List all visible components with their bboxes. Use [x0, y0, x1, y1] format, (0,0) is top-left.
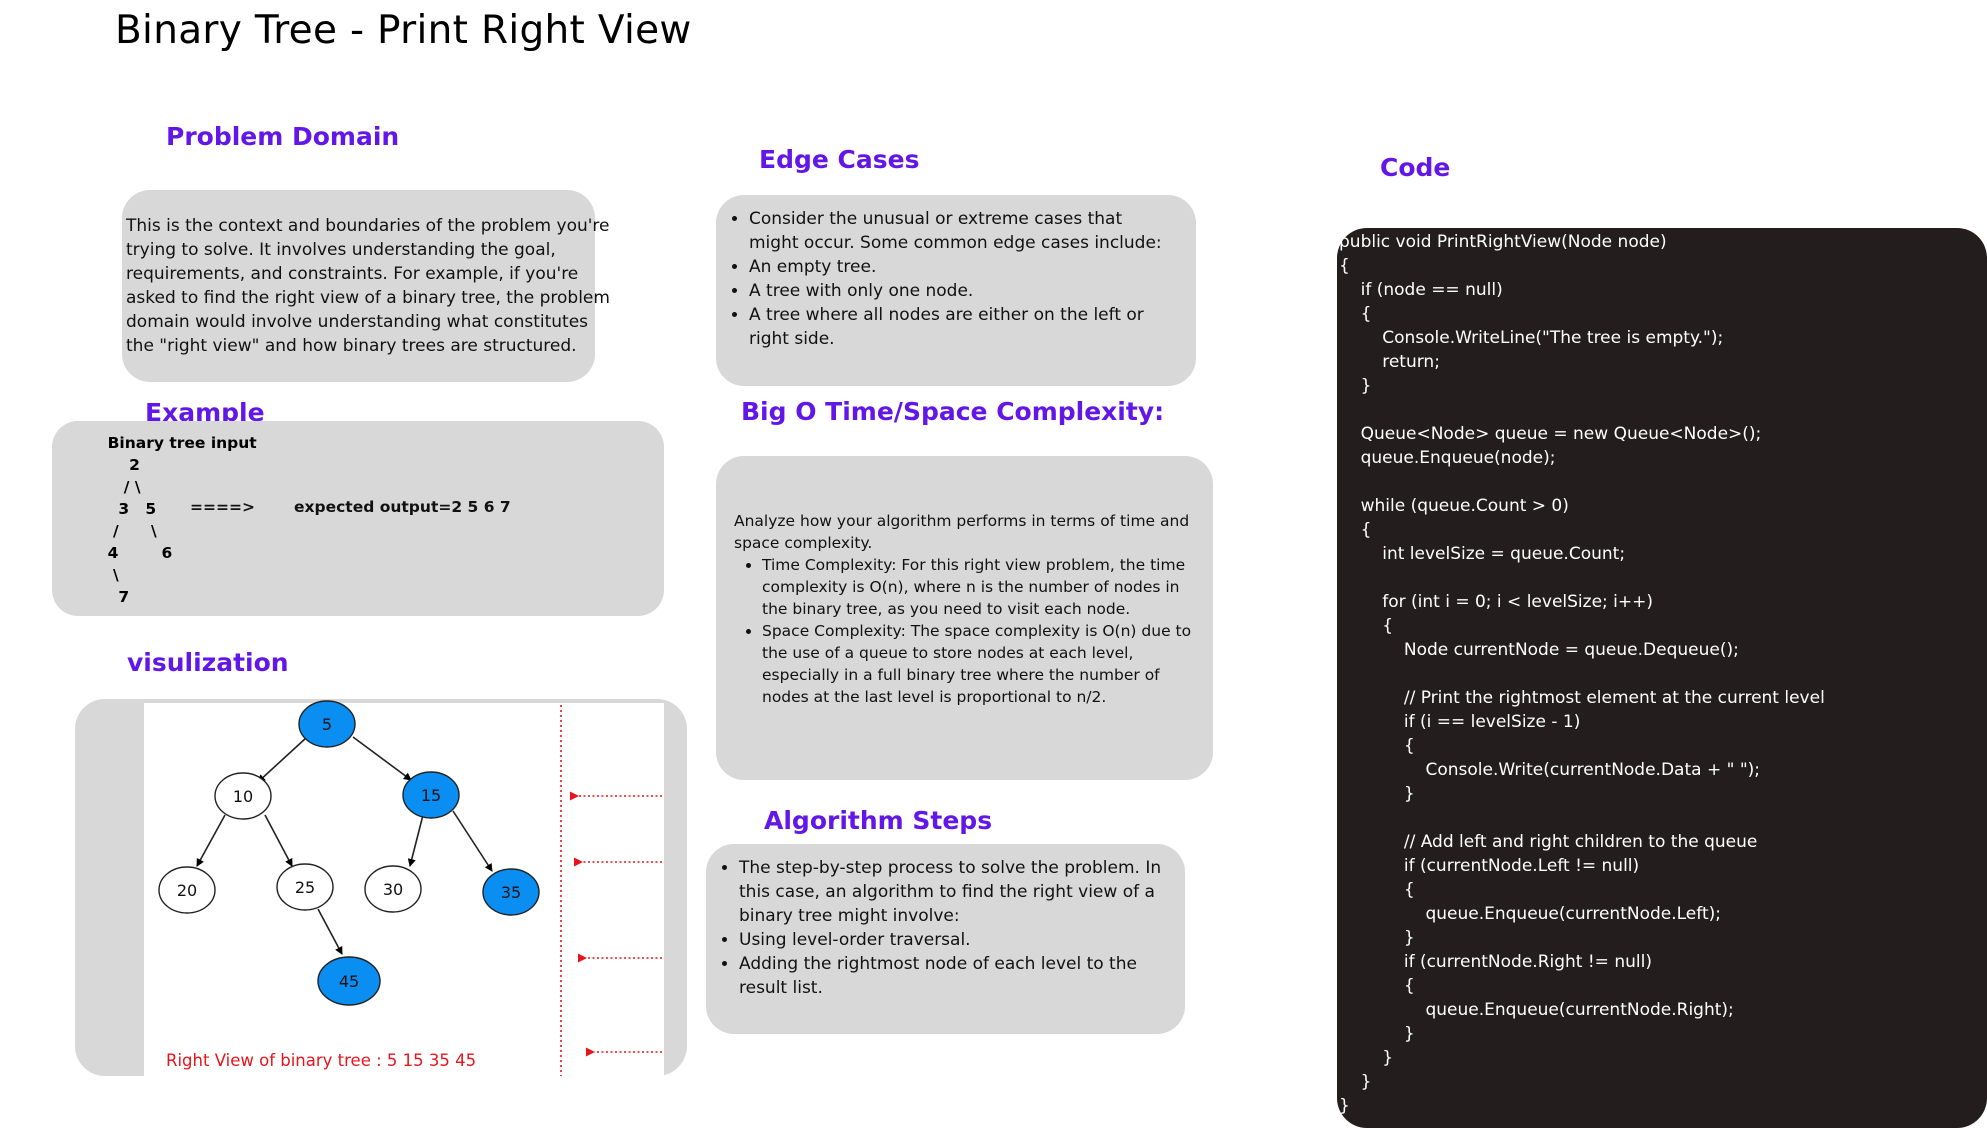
tree-nodes: 5 10 15 20 25 30 35 45 [158, 700, 540, 1006]
big-o-content: Analyze how your algorithm performs in t… [734, 510, 1196, 708]
code-card [1337, 228, 1987, 1128]
page-title: Binary Tree - Print Right View [115, 8, 692, 53]
example-tree-text: Binary tree input 2 / \ 3 5 / \ 4 6 \ 7 [107, 434, 257, 606]
tree-node-label: 45 [339, 972, 359, 991]
problem-domain-line: the "right view" and how binary trees ar… [126, 336, 577, 356]
tree-node-label: 25 [295, 878, 315, 897]
problem-domain-heading: Problem Domain [166, 122, 400, 151]
tree-edge [196, 814, 226, 867]
tree-node-label: 10 [233, 787, 253, 806]
algorithm-steps-heading: Algorithm Steps [764, 806, 993, 835]
tree-node: 25 [276, 863, 334, 911]
right-view-arrows [570, 791, 662, 1057]
tree-node: 10 [214, 772, 272, 820]
code-block: public void PrintRightView(Node node) { … [1339, 232, 1825, 1116]
code-heading: Code [1380, 153, 1451, 182]
edge-case-item: An empty tree. [749, 255, 1176, 279]
tree-node: 15 [402, 771, 460, 819]
tree-node-label: 5 [322, 715, 332, 734]
big-o-list: Time Complexity: For this right view pro… [734, 554, 1196, 708]
algorithm-steps-card [706, 844, 1185, 1034]
tree-node-label: 15 [421, 786, 441, 805]
right-view-caption: Right View of binary tree : 5 15 35 45 [166, 1051, 476, 1070]
example-arrow: ====> [190, 498, 255, 516]
tree-node-label: 20 [177, 881, 197, 900]
tree-node: 35 [482, 868, 540, 916]
tree-node: 20 [158, 866, 216, 914]
edge-cases-list: Consider the unusual or extreme cases th… [716, 207, 1176, 351]
problem-domain-card [122, 190, 595, 382]
tree-edge [407, 814, 424, 867]
edge-case-item: A tree with only one node. [749, 279, 1176, 303]
edge-case-item: A tree where all nodes are either on the… [749, 303, 1176, 351]
problem-domain-text: This is the context and boundaries of th… [126, 214, 610, 358]
big-o-heading: Big O Time/Space Complexity: [741, 397, 1165, 426]
tree-edge [452, 810, 493, 872]
big-o-intro: Analyze how your algorithm performs in t… [734, 512, 1190, 552]
big-o-item: Time Complexity: For this right view pro… [762, 554, 1196, 620]
tree-node: 45 [317, 956, 381, 1006]
algorithm-step-item: The step-by-step process to solve the pr… [739, 856, 1178, 928]
tree-node-label: 35 [501, 883, 521, 902]
algorithm-steps-list-wrap: The step-by-step process to solve the pr… [706, 856, 1178, 1000]
problem-domain-line: This is the context and boundaries of th… [126, 216, 610, 236]
big-o-item: Space Complexity: The space complexity i… [762, 620, 1196, 708]
tree-node-label: 30 [383, 880, 403, 899]
edge-cases-list-wrap: Consider the unusual or extreme cases th… [716, 207, 1176, 351]
edge-case-item: Consider the unusual or extreme cases th… [749, 207, 1176, 255]
problem-domain-line: domain would involve understanding what … [126, 312, 589, 332]
tree-node: 5 [298, 700, 356, 748]
algorithm-step-item: Adding the rightmost node of each level … [739, 952, 1178, 1000]
tree-node: 30 [364, 865, 422, 913]
problem-domain-line: requirements, and constraints. For examp… [126, 264, 579, 284]
visualization-heading: visulization [127, 648, 289, 677]
tree-edges [196, 736, 493, 955]
tree-edge [264, 814, 293, 867]
algorithm-steps-list: The step-by-step process to solve the pr… [706, 856, 1178, 1000]
problem-domain-line: trying to solve. It involves understandi… [126, 240, 556, 260]
example-output: expected output=2 5 6 7 [294, 498, 511, 516]
tree-edge [257, 737, 307, 783]
algorithm-step-item: Using level-order traversal. [739, 928, 1178, 952]
problem-domain-line: asked to find the right view of a binary… [126, 288, 610, 308]
tree-edge [317, 908, 343, 955]
tree-edge [352, 736, 412, 781]
big-o-card [716, 456, 1213, 780]
example-card [52, 421, 664, 616]
edge-cases-heading: Edge Cases [759, 145, 920, 174]
edge-cases-card [716, 195, 1196, 386]
